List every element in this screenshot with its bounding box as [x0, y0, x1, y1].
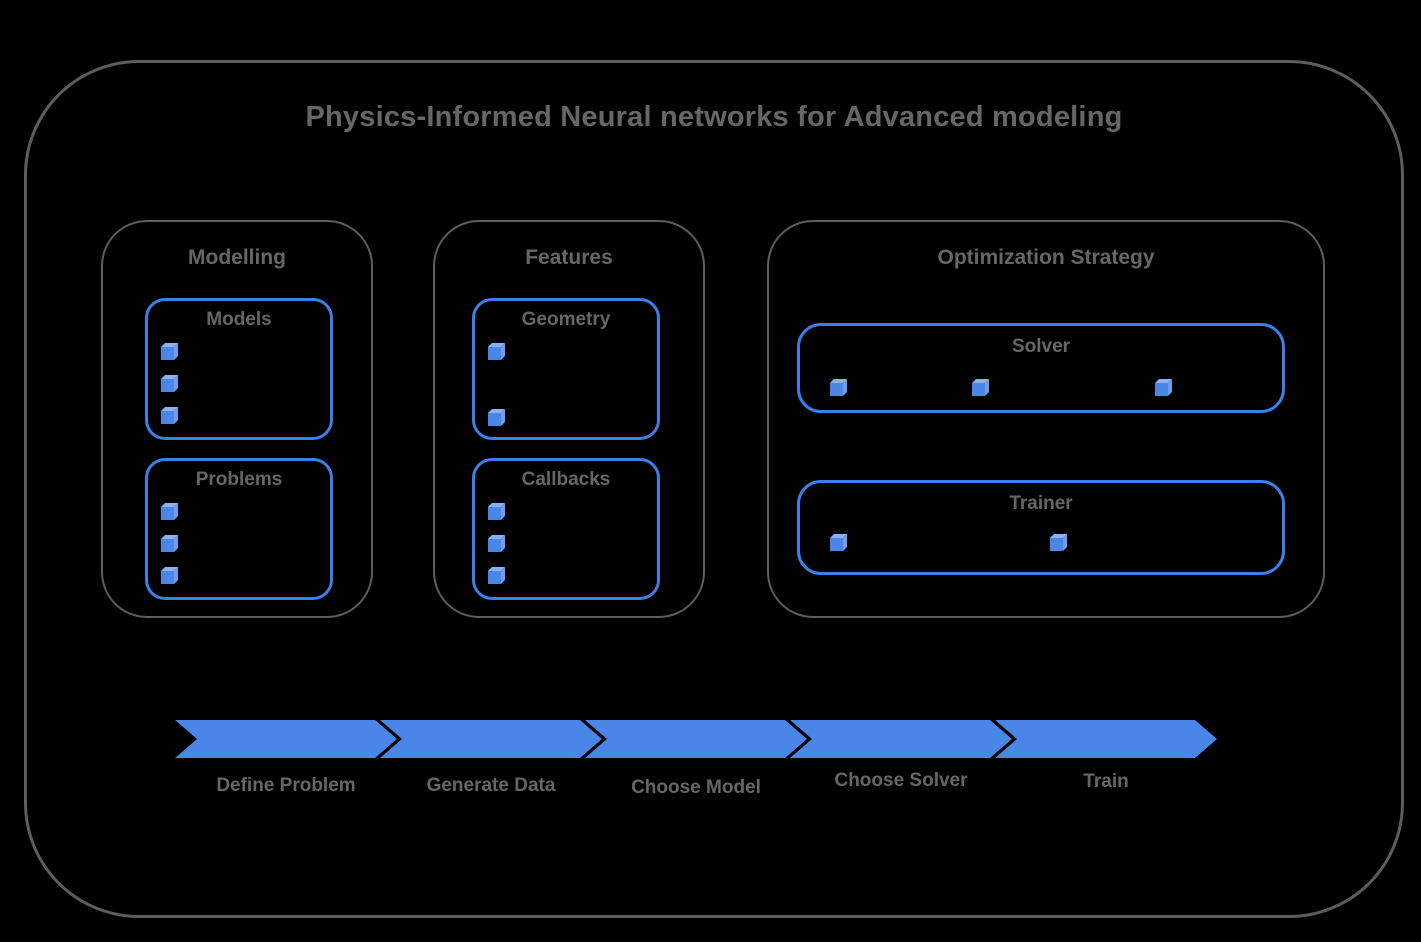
box-trainer-label: Trainer	[1009, 493, 1073, 514]
cube-icon	[830, 383, 843, 396]
pipeline-step-label: Choose Model	[631, 777, 761, 798]
pipeline-arrow-segment	[995, 720, 1217, 758]
section-features	[433, 220, 705, 618]
box-problems: Problems	[145, 458, 333, 600]
cube-icon	[1050, 538, 1063, 551]
pipeline-step-label: Generate Data	[426, 775, 556, 796]
cube-icon	[972, 383, 985, 396]
box-problems-label: Problems	[195, 469, 283, 490]
diagram-title: Physics-Informed Neural networks for Adv…	[305, 101, 1123, 133]
pipeline-step-label: Define Problem	[216, 775, 356, 796]
pipeline-step-label: Choose Solver	[834, 770, 968, 791]
box-geometry: Geometry	[472, 298, 660, 440]
cube-icon	[488, 571, 501, 584]
box-solver-label: Solver	[1011, 336, 1071, 357]
cube-icon	[161, 347, 174, 360]
pipeline-arrow-segment	[175, 720, 397, 758]
cube-icon	[488, 413, 501, 426]
pipeline-step-label: Train	[1083, 771, 1129, 792]
pipeline-arrow-segment	[380, 720, 602, 758]
box-callbacks-label: Callbacks	[521, 469, 611, 490]
outer-frame	[24, 60, 1404, 918]
cube-icon	[830, 538, 843, 551]
cube-icon	[161, 571, 174, 584]
section-optimization	[767, 220, 1325, 618]
box-models-label: Models	[206, 309, 272, 330]
cube-icon	[488, 539, 501, 552]
section-modelling	[101, 220, 373, 618]
pipeline-arrow-segment	[585, 720, 807, 758]
box-callbacks: Callbacks	[472, 458, 660, 600]
box-models: Models	[145, 298, 333, 440]
cube-icon	[161, 411, 174, 424]
cube-icon	[488, 507, 501, 520]
cube-icon	[1155, 383, 1168, 396]
section-optimization-label: Optimization Strategy	[937, 246, 1155, 269]
pipeline-arrow-segment	[790, 720, 1012, 758]
box-solver: Solver	[797, 323, 1285, 413]
box-geometry-label: Geometry	[521, 309, 611, 330]
cube-icon	[161, 379, 174, 392]
cube-icon	[488, 347, 501, 360]
section-modelling-label: Modelling	[188, 246, 286, 269]
cube-icon	[161, 539, 174, 552]
cube-icon	[161, 507, 174, 520]
box-trainer: Trainer	[797, 480, 1285, 575]
section-features-label: Features	[525, 246, 613, 269]
